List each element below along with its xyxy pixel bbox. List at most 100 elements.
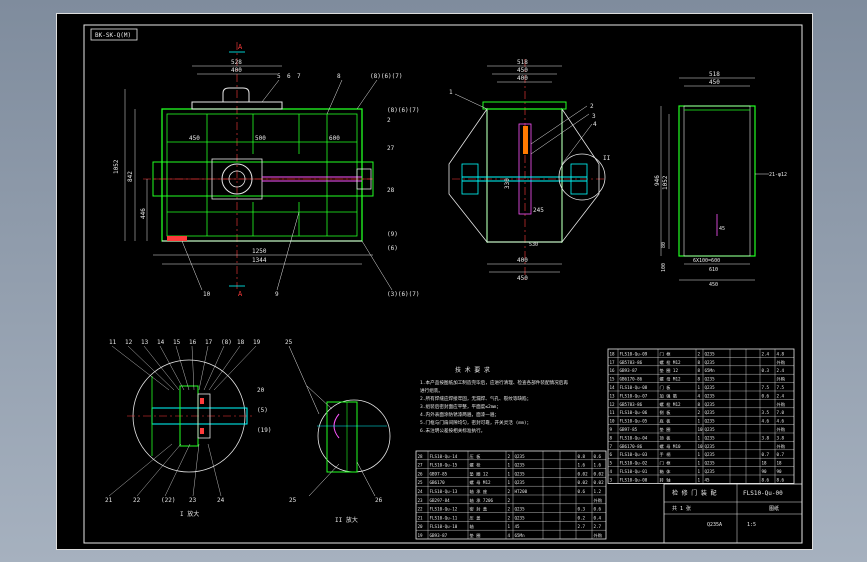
- dim-text: 245: [533, 207, 544, 214]
- bom-cell: 90: [762, 469, 768, 474]
- bom-cell: 2: [508, 489, 511, 494]
- bom-cell: GB93-87: [620, 368, 638, 373]
- bom-cell: 2: [508, 515, 511, 520]
- bom-cell: 1: [698, 452, 701, 457]
- bom-cell: Q235: [705, 452, 716, 457]
- dim-text: 518: [517, 59, 528, 66]
- bom-cell: 压 盖: [470, 514, 481, 521]
- leader-line: [207, 443, 222, 497]
- bom-cell: 2: [698, 410, 701, 415]
- balloon: 21: [105, 497, 113, 504]
- bom-cell: Q235: [705, 385, 716, 390]
- bom-cell: 0.6: [762, 393, 770, 398]
- bom-cell: 1: [508, 471, 511, 476]
- bom-cell: FLS10-Qu-05: [620, 419, 648, 424]
- balloon: 27: [387, 145, 395, 152]
- balloon: (19): [257, 427, 271, 434]
- balloon: 9: [275, 291, 279, 298]
- bom-cell: Q235: [705, 427, 716, 432]
- view-label: II 放大: [335, 516, 358, 524]
- bom-cell: 外购: [777, 359, 785, 366]
- bom-cell: 28: [418, 454, 424, 459]
- bom-cell: Q235: [705, 351, 716, 356]
- technical-notes: 技 术 要 求 1.本产品按图纸加工制造完毕后，应进行清理、检查各部件装配情况后…: [420, 366, 568, 434]
- bom-cell: 16: [610, 368, 616, 373]
- dim-text: 1052: [662, 175, 669, 190]
- bom-cell: 11: [610, 410, 616, 415]
- company: 图纸: [769, 505, 779, 512]
- bom-cell: 2.7: [578, 524, 586, 529]
- leader-line: [108, 443, 173, 497]
- bom-cell: 0.6: [578, 489, 586, 494]
- balloon: 2: [590, 103, 594, 110]
- bom-cell: 4: [698, 393, 701, 398]
- bom-cell: 箱 体: [660, 468, 672, 475]
- balloon: (9): [387, 231, 398, 238]
- bom-cell: 外购: [777, 401, 785, 408]
- dim-text: 600: [329, 135, 340, 142]
- bom-cell: 0.02: [578, 480, 589, 485]
- bom-cell: 门 框: [660, 460, 672, 467]
- balloon: (5): [257, 407, 268, 414]
- bearing-circle: [221, 163, 253, 195]
- bom-cell: GB297-84: [430, 498, 451, 503]
- leader-line: [288, 345, 320, 415]
- detail-circle: [317, 399, 391, 473]
- bom-cell: 2.4: [762, 351, 770, 356]
- bom-cell: 压 板: [470, 453, 482, 460]
- detail-view-2: 25 25 26 II 放大: [285, 339, 391, 524]
- leader-line: [198, 345, 209, 391]
- section-label: A: [238, 290, 243, 298]
- bom-cell: GB97-85: [620, 427, 638, 432]
- bom-cell: 外购: [594, 532, 602, 539]
- leader-line: [111, 345, 170, 391]
- bom-cell: 8.6: [762, 477, 770, 482]
- bom-cell: 0.4: [594, 515, 602, 520]
- bom-cell: 1: [698, 419, 701, 424]
- bom-cell: 18: [777, 461, 783, 466]
- bom-cell: 底 板: [660, 418, 672, 425]
- balloon: 17: [205, 339, 213, 346]
- bom-cell: 18: [762, 461, 768, 466]
- side-bearing: [461, 163, 479, 195]
- bom-cell: 1: [508, 524, 511, 529]
- bom-cell: 13: [610, 393, 616, 398]
- bom-cell: 轴 承 7206: [470, 497, 494, 504]
- bom-cell: 垫 圈 12: [660, 367, 679, 374]
- dim-text: 450: [189, 135, 200, 142]
- code-box: [90, 28, 138, 41]
- bom-cell: 22: [418, 507, 424, 512]
- dim-text: 450: [517, 275, 528, 282]
- bom-cell: 0.3: [578, 507, 586, 512]
- notes-line: 进行组装。: [420, 387, 443, 394]
- balloon: II: [603, 155, 611, 162]
- bom-cell: 10: [698, 427, 704, 432]
- bom-cell: HT200: [515, 489, 528, 494]
- dim-text: 528: [231, 59, 242, 66]
- note-text: 21-φ12: [769, 172, 787, 178]
- bom-cell: FLS10-Qu-08: [620, 385, 648, 390]
- bom-cell: 外购: [777, 443, 785, 450]
- bom-cell: 3.5: [762, 410, 770, 415]
- balloon: 24: [217, 497, 225, 504]
- bom-cell: 螺 栓 M12: [660, 359, 681, 366]
- balloon: 14: [157, 339, 165, 346]
- bom-cell: 螺 母 M12: [660, 376, 681, 383]
- bom-cell: 65Mn: [515, 533, 526, 538]
- balloon: 16: [189, 339, 197, 346]
- flange: [356, 168, 372, 190]
- material: Q235A: [707, 522, 722, 528]
- bom-cell: 7.5: [777, 385, 785, 390]
- detail-seal: [200, 428, 204, 434]
- bom-cell: 1: [698, 435, 701, 440]
- bom-cell: GB6170-86: [620, 444, 643, 449]
- bom-cell: 2: [508, 498, 511, 503]
- title-block: 检 修 门 装 配 FLS10-Qu-00 共 1 张 Q235A 1:5 图纸: [663, 483, 803, 544]
